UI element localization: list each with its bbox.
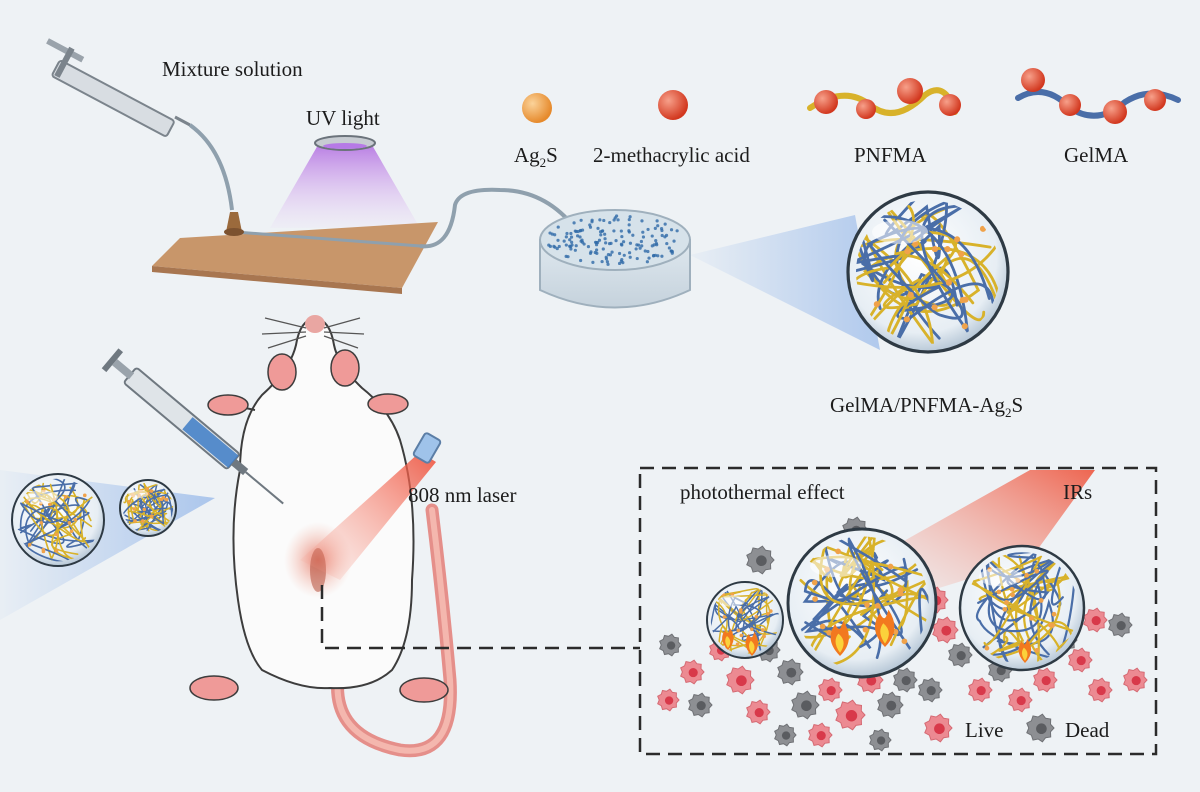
- photothermal-box: [638, 466, 1158, 756]
- rat-ear-left: [267, 353, 297, 391]
- rat-paw-hind-right: [399, 677, 449, 703]
- heat-flames: [722, 609, 1032, 663]
- label-irs: IRs: [1063, 480, 1092, 504]
- live-cell-marker: [924, 713, 953, 743]
- rat-paw-hind-left: [189, 675, 239, 701]
- hydrogel-sphere-left-large: [11, 473, 105, 567]
- label-mixture-solution: Mixture solution: [162, 57, 303, 81]
- hydrogel-sphere-box-right: [958, 544, 1086, 672]
- label-laser: 808 nm laser: [408, 483, 516, 507]
- zoom-beam-right: [690, 215, 880, 350]
- gelma-legend-marker: [1015, 68, 1181, 124]
- rat-whiskers: [261, 317, 365, 349]
- hydrogel-sphere-box-small: [706, 581, 784, 659]
- laser-device: [412, 432, 442, 464]
- uv-lamp: [270, 135, 420, 228]
- acid-legend-marker: [658, 90, 688, 120]
- syringe-top: [46, 38, 191, 137]
- hydrogel-network-zoom: [846, 190, 1010, 354]
- legend-gelma: GelMA: [1064, 143, 1129, 167]
- laser-beam: [300, 452, 436, 580]
- syringe-injection: [101, 348, 284, 505]
- legend-acid: 2-methacrylic acid: [593, 143, 750, 167]
- cell-legend: Live Dead: [924, 713, 1110, 743]
- rat-tail-inner: [334, 507, 454, 754]
- label-uv-light: UV light: [306, 106, 380, 130]
- dead-cell-marker: [1026, 713, 1055, 743]
- ag2s-legend-marker: [522, 93, 552, 123]
- petri-dish: [539, 209, 691, 309]
- rat-paw-front-right: [367, 393, 409, 415]
- rat: [189, 315, 457, 758]
- label-live: Live: [965, 718, 1003, 742]
- hydrogel-sphere-box-large: [786, 527, 938, 679]
- tube-outlet: [419, 187, 577, 249]
- pnfma-legend-marker: [807, 78, 961, 119]
- rat-ear-right: [330, 349, 360, 387]
- rat-body: [232, 316, 415, 690]
- hydrogel-sphere-left-small: [119, 479, 177, 537]
- rat-paw-front-left: [207, 394, 249, 416]
- tube-syringe: [188, 123, 234, 211]
- label-product: GelMA/PNFMA-Ag2S: [830, 393, 1023, 420]
- microfluidic-plate: [152, 212, 438, 294]
- legend-pnfma: PNFMA: [854, 143, 927, 167]
- connector-line: [320, 585, 640, 650]
- label-photothermal: photothermal effect: [680, 480, 845, 504]
- rat-nose: [305, 315, 325, 333]
- label-dead: Dead: [1065, 718, 1110, 742]
- legend: Ag2S 2-methacrylic acid PNFMA GelMA: [514, 68, 1181, 170]
- hydrogel-particles: [547, 214, 679, 266]
- legend-ag2s: Ag2S: [514, 143, 558, 170]
